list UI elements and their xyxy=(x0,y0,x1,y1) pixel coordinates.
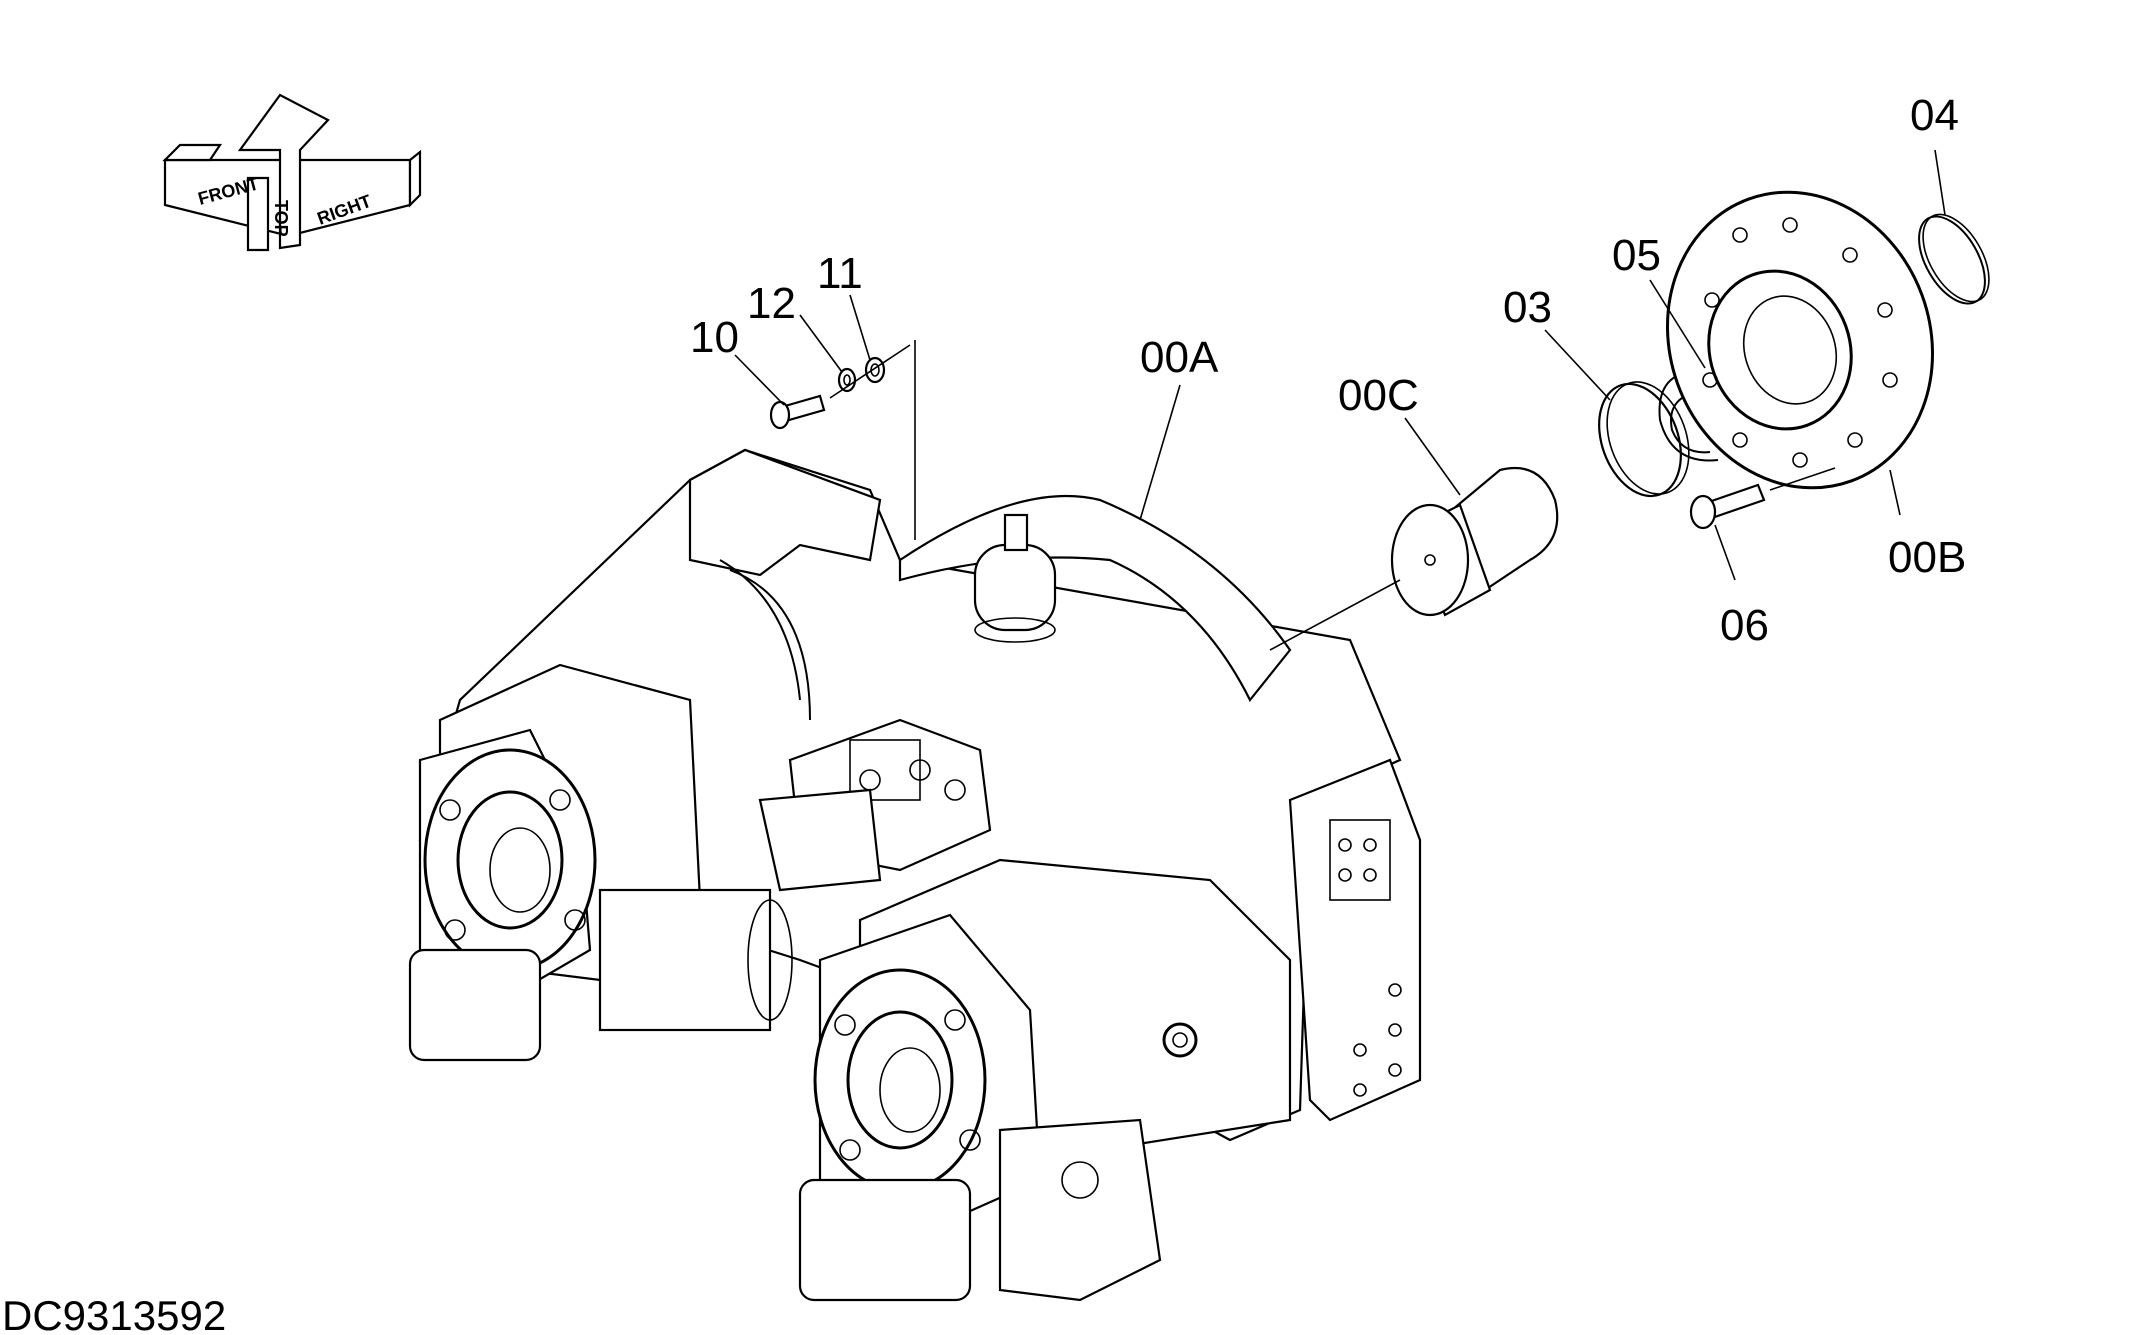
callout-00C: 00C xyxy=(1338,371,1419,420)
orientation-indicator: FRONT TOP RIGHT xyxy=(162,93,422,252)
part-11-nut xyxy=(864,356,886,384)
part-00B-flange xyxy=(1666,190,1934,490)
part-12-washer xyxy=(837,367,857,393)
top-label: TOP xyxy=(271,200,291,237)
callout-04: 04 xyxy=(1910,91,1959,140)
part-00C-shaft xyxy=(1390,466,1559,617)
right-pump xyxy=(798,858,1292,1302)
callout-00B: 00B xyxy=(1888,533,1966,582)
callout-05: 05 xyxy=(1612,231,1661,280)
callout-10: 10 xyxy=(690,313,739,362)
document-id: DC9313592 xyxy=(2,1292,226,1335)
part-04-o-ring xyxy=(1918,213,1990,305)
drive-unit-assembly xyxy=(408,448,1422,1302)
part-10-bolt xyxy=(769,394,826,430)
callout-labels: 04 05 03 00C 00A 00B 06 10 11 12 xyxy=(690,91,1966,650)
reference-lines xyxy=(829,340,1836,651)
callout-12: 12 xyxy=(747,279,796,328)
callout-06: 06 xyxy=(1720,601,1769,650)
callout-03: 03 xyxy=(1503,283,1552,332)
callout-00A: 00A xyxy=(1140,333,1219,382)
callout-11: 11 xyxy=(817,249,863,298)
leader-lines xyxy=(734,149,1946,581)
control-valve xyxy=(758,718,992,892)
left-pump xyxy=(408,663,793,1062)
part-06-bolt xyxy=(1689,483,1766,530)
